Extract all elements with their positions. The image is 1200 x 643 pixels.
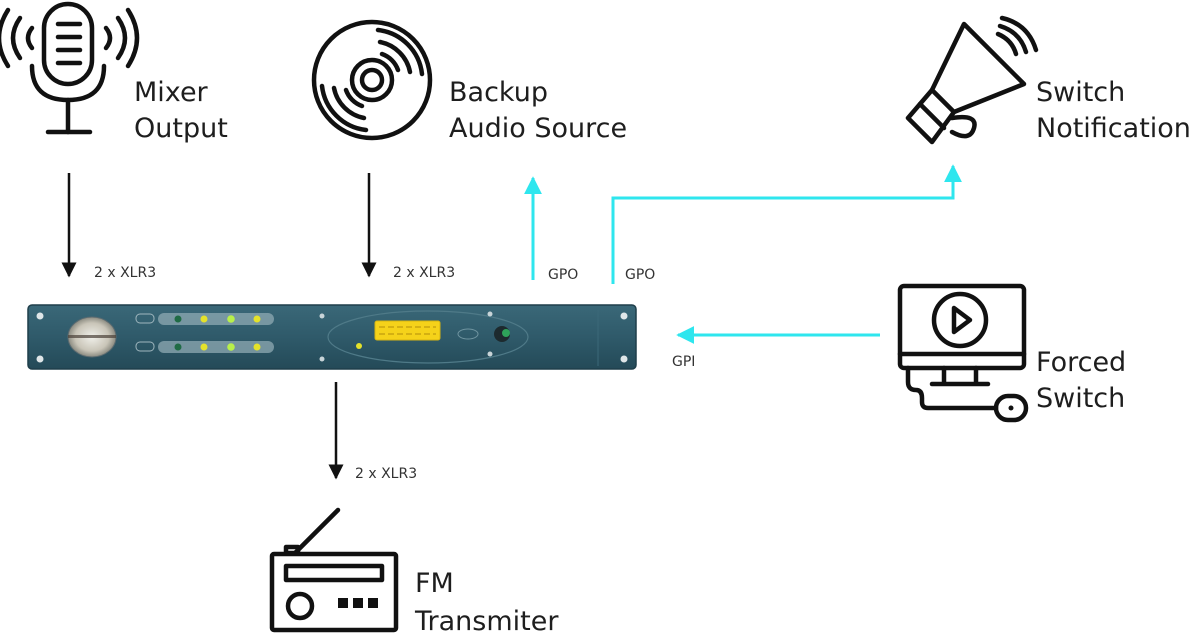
mixer-output-label-line1: Mixer (134, 77, 209, 108)
forced-switch-label-line2: Switch (1036, 383, 1125, 414)
node-switch-notification: Switch Notification (905, 15, 1191, 145)
led-panel-1 (158, 313, 274, 325)
edge-label-backup: 2 x XLR3 (393, 265, 455, 281)
radio-icon (269, 507, 399, 633)
edge-label-gpo-2: GPO (625, 267, 655, 283)
node-forced-switch: Forced Switch (897, 283, 1126, 423)
microphone-icon (0, 1, 140, 135)
edge-label-gpi: GPI (672, 354, 695, 370)
led-status (253, 315, 261, 323)
led-panel-2 (158, 341, 274, 353)
mouse-dot (1008, 405, 1014, 411)
led-status (200, 315, 208, 323)
rack-screw (36, 312, 44, 320)
radio-button-3 (368, 598, 378, 608)
led-standby (356, 343, 362, 349)
forced-switch-label-line1: Forced (1036, 347, 1126, 378)
rack-screw (36, 355, 44, 363)
rack-audio-switcher-icon (27, 304, 637, 370)
rack-screw (620, 312, 628, 320)
node-backup-audio-source: Backup Audio Source (311, 19, 627, 144)
led-status (227, 315, 235, 323)
switch-notification-label-line1: Switch (1036, 77, 1125, 108)
node-mixer-output: Mixer Output (0, 1, 228, 144)
fm-transmitter-label-line1: FM (415, 568, 454, 599)
rack-screw (620, 355, 628, 363)
led-status (200, 343, 208, 351)
led-status (253, 343, 261, 351)
node-fm-transmitter: FM Transmiter (269, 507, 559, 637)
arrow-gpo-notification (611, 164, 962, 284)
lcd-display (374, 320, 441, 341)
led-status (227, 343, 235, 351)
backup-audio-label-line2: Audio Source (449, 113, 627, 144)
backup-audio-label-line1: Backup (449, 77, 548, 108)
fm-transmitter-label-line2: Transmiter (414, 606, 559, 637)
edge-label-fm: 2 x XLR3 (355, 466, 417, 482)
megaphone-icon (905, 15, 1039, 145)
switch-notification-label-line2: Notification (1036, 113, 1191, 144)
vinyl-disc-icon (311, 19, 433, 141)
computer-play-icon (897, 283, 1029, 423)
control-connections: GPO GPO GPI (524, 164, 962, 370)
led-status (174, 343, 182, 351)
audio-connections: 2 x XLR3 2 x XLR3 2 x XLR3 (61, 173, 455, 482)
edge-label-mixer: 2 x XLR3 (94, 265, 156, 281)
led-status (174, 315, 182, 323)
edge-label-gpo-1: GPO (548, 267, 578, 283)
radio-button-2 (353, 598, 363, 608)
mixer-output-label-line2: Output (134, 113, 228, 144)
radio-button-1 (338, 598, 348, 608)
